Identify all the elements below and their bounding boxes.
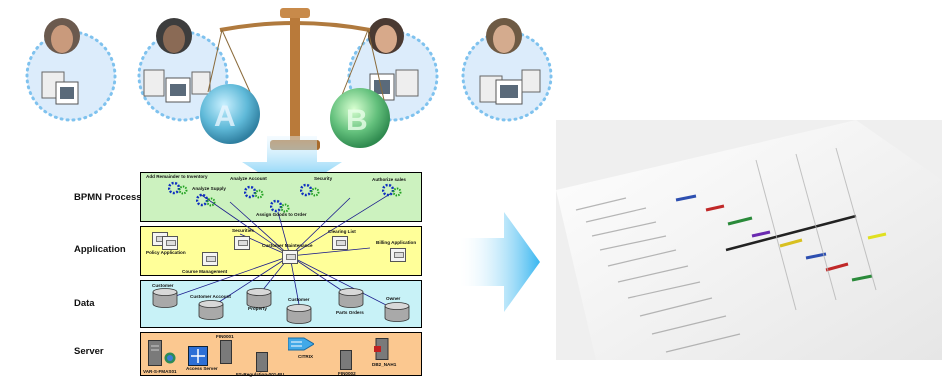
scale-letter-a: A bbox=[214, 100, 236, 133]
server-icon bbox=[148, 340, 162, 366]
gear-icon bbox=[244, 185, 264, 199]
database-icon bbox=[198, 300, 224, 320]
server-icon bbox=[374, 338, 389, 360]
server-item-2: Access Server bbox=[186, 366, 218, 371]
layer-bpmn bbox=[140, 172, 422, 222]
application-icon bbox=[390, 248, 406, 262]
access-server-icon bbox=[188, 346, 208, 366]
application-item-6: Course Management bbox=[182, 269, 228, 274]
gear-icon bbox=[270, 199, 290, 213]
application-icon bbox=[234, 236, 250, 250]
citrix-icon bbox=[288, 337, 314, 351]
server-icon bbox=[220, 340, 232, 364]
bpmn-item-4: Security bbox=[314, 176, 333, 181]
data-item-5: Parts Orders bbox=[336, 310, 364, 315]
report-document-photo bbox=[556, 120, 942, 360]
scale-letter-b: B bbox=[346, 104, 368, 137]
application-icon bbox=[162, 236, 178, 250]
layer-label-application: Application bbox=[74, 244, 126, 255]
database-icon bbox=[246, 288, 272, 308]
persona-bubble-4 bbox=[452, 14, 562, 124]
layer-label-bpmn: BPMN Process bbox=[74, 192, 142, 203]
down-arrow-icon bbox=[232, 136, 352, 196]
bpmn-item-3: Analyze Account bbox=[230, 176, 267, 181]
application-icon bbox=[332, 236, 348, 250]
server-item-1: VAR-S-FMAS01 bbox=[143, 369, 177, 374]
server-icon bbox=[340, 350, 352, 370]
database-icon bbox=[286, 304, 312, 324]
server-item-5: CITRIX bbox=[298, 354, 314, 359]
application-icon bbox=[282, 250, 298, 264]
persona-4-graphic bbox=[461, 18, 553, 122]
application-item-4: Clearing List bbox=[328, 229, 356, 234]
gear-icon bbox=[168, 181, 188, 195]
application-item-2: Securities bbox=[232, 228, 254, 233]
data-item-6: Owner bbox=[386, 296, 401, 301]
layer-label-server: Server bbox=[74, 346, 104, 357]
gear-icon bbox=[196, 193, 216, 207]
layer-data bbox=[140, 280, 422, 328]
gear-icon bbox=[300, 183, 320, 197]
bpmn-item-2: Analyze Supply bbox=[192, 186, 226, 191]
server-icon bbox=[256, 352, 268, 372]
server-item-7: DB2_NAH1 bbox=[372, 362, 397, 367]
data-item-2: Customer Account bbox=[190, 294, 231, 299]
data-item-4: Customer bbox=[288, 297, 310, 302]
bpmn-item-6: Assign Goods to Order bbox=[256, 212, 307, 217]
server-item-6: FIN0002 bbox=[338, 371, 356, 376]
persona-bubble-1 bbox=[16, 14, 126, 124]
globe-a-icon bbox=[200, 84, 260, 144]
application-item-1: Policy Application bbox=[146, 250, 186, 255]
right-arrow-icon bbox=[460, 212, 540, 312]
server-item-3: FIN0001 bbox=[216, 334, 234, 339]
globe-icon bbox=[164, 352, 176, 364]
bpmn-item-5: Authorize sales bbox=[372, 177, 406, 182]
balance-scale bbox=[200, 4, 390, 154]
application-icon bbox=[202, 252, 218, 266]
database-icon bbox=[152, 288, 178, 308]
layer-label-data: Data bbox=[74, 298, 95, 309]
data-item-1: Customer bbox=[152, 283, 174, 288]
database-icon bbox=[384, 302, 410, 322]
gear-icon bbox=[382, 183, 402, 197]
bpmn-item-1: Add Remainder to Inventory bbox=[146, 174, 208, 179]
application-item-5: Billing Application bbox=[376, 240, 417, 245]
globe-b-icon bbox=[330, 88, 390, 148]
data-item-3: Property bbox=[248, 306, 267, 311]
application-item-3: Customer Maintenance bbox=[262, 243, 313, 248]
database-icon bbox=[338, 288, 364, 308]
server-item-4: FS-Regulation-001-PU bbox=[236, 372, 285, 377]
persona-1-graphic bbox=[25, 18, 117, 122]
layer-server bbox=[140, 332, 422, 376]
